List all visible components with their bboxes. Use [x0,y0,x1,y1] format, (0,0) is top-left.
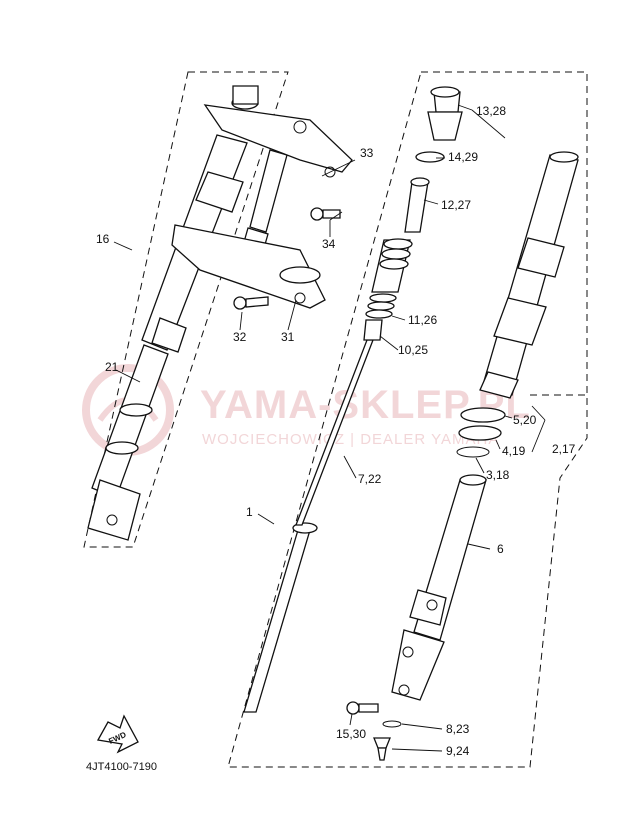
fwd-arrow-icon: FWD [96,714,139,754]
dust-seal [458,425,502,441]
label-1: 1 [246,505,253,519]
right-assembly-frame [227,71,588,768]
fork-spring [365,238,413,319]
o-ring [415,151,445,163]
label-31: 31 [281,330,295,344]
bolt-34 [310,207,341,221]
label-2-17: 2,17 [552,442,576,456]
label-10-25: 10,25 [398,343,428,357]
bolt-32 [233,296,269,310]
label-11-26: 11,26 [408,313,437,327]
locknut [363,319,383,341]
label-14-29: 14,29 [448,150,478,164]
gasket-washer [382,720,402,728]
label-12-27: 12,27 [441,198,471,212]
diagram-code: 4JT4100-7190 [86,761,157,773]
bolt-15 [346,701,379,715]
inner-tube [481,154,579,396]
label-7-22: 7,22 [358,472,382,486]
label-13-28: 13,28 [476,104,506,118]
complete-fork-assembly [87,85,353,541]
spacer-tube [404,181,429,233]
exploded-parts [243,86,579,761]
label-8-23: 8,23 [446,722,470,736]
label-3-18: 3,18 [486,468,510,482]
watermark-subline: WOJCIECHOWICZ | DEALER YAMAHA [202,431,499,448]
label-16: 16 [96,232,110,246]
label-4-19: 4,19 [502,444,526,458]
cap-bolt [427,86,463,141]
label-32: 32 [233,330,247,344]
label-5-20: 5,20 [513,413,537,427]
label-6: 6 [497,542,504,556]
oil-seal [460,407,506,423]
bolt-9 [373,737,391,761]
label-34: 34 [322,237,336,251]
left-assembly-frame [83,71,289,548]
leader-lines [113,104,546,752]
part-labels: 16 21 31 32 33 34 13,28 14,29 12,27 11,2… [96,104,576,758]
label-15-30: 15,30 [336,727,366,741]
label-21: 21 [105,360,119,374]
label-33: 33 [360,146,374,160]
label-9-24: 9,24 [446,744,470,758]
damper-rod [243,529,311,713]
retaining-clip [456,446,490,458]
